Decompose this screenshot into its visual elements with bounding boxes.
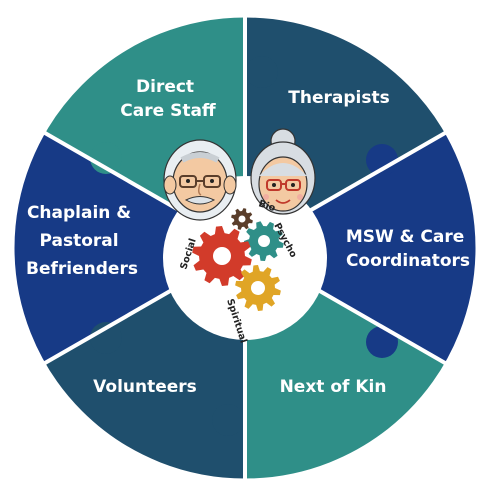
- label-next-of-kin: Next of Kin: [280, 377, 387, 397]
- puzzle-tab: [90, 322, 122, 354]
- bio-gear-icon: [231, 208, 253, 230]
- gear-psycho-hole: [258, 235, 270, 247]
- label-msw-care-coordinators: MSW & Care Coordinators: [346, 227, 470, 271]
- label-therapists: Therapists: [288, 88, 389, 108]
- social-gear-icon: [192, 226, 252, 286]
- segment-chaplain: [13, 132, 245, 364]
- puzzle-tab: [366, 144, 398, 176]
- grandfather-icon: [163, 139, 237, 221]
- puzzle-tab: [90, 142, 122, 174]
- label-direct-care-staff: Direct Care Staff: [120, 77, 216, 121]
- segment-msw-care-coordinators: [245, 132, 477, 364]
- puzzle-tab: [212, 404, 244, 436]
- psycho-gear-icon: [244, 221, 284, 261]
- spiritual-gear-icon: [235, 265, 281, 311]
- puzzle-tab: [366, 326, 398, 358]
- label-volunteers: Volunteers: [93, 377, 197, 397]
- word-bio: Bio: [257, 198, 277, 214]
- gear-spiritual-hole: [251, 281, 265, 295]
- puzzle-tab: [246, 56, 278, 88]
- grandmother-icon: [250, 128, 316, 215]
- gear-social-hole: [213, 247, 231, 265]
- label-chaplain-pastoral-befrienders: Chaplain & Pastoral Befrienders: [26, 203, 138, 279]
- gear-bio-hole: [238, 215, 246, 223]
